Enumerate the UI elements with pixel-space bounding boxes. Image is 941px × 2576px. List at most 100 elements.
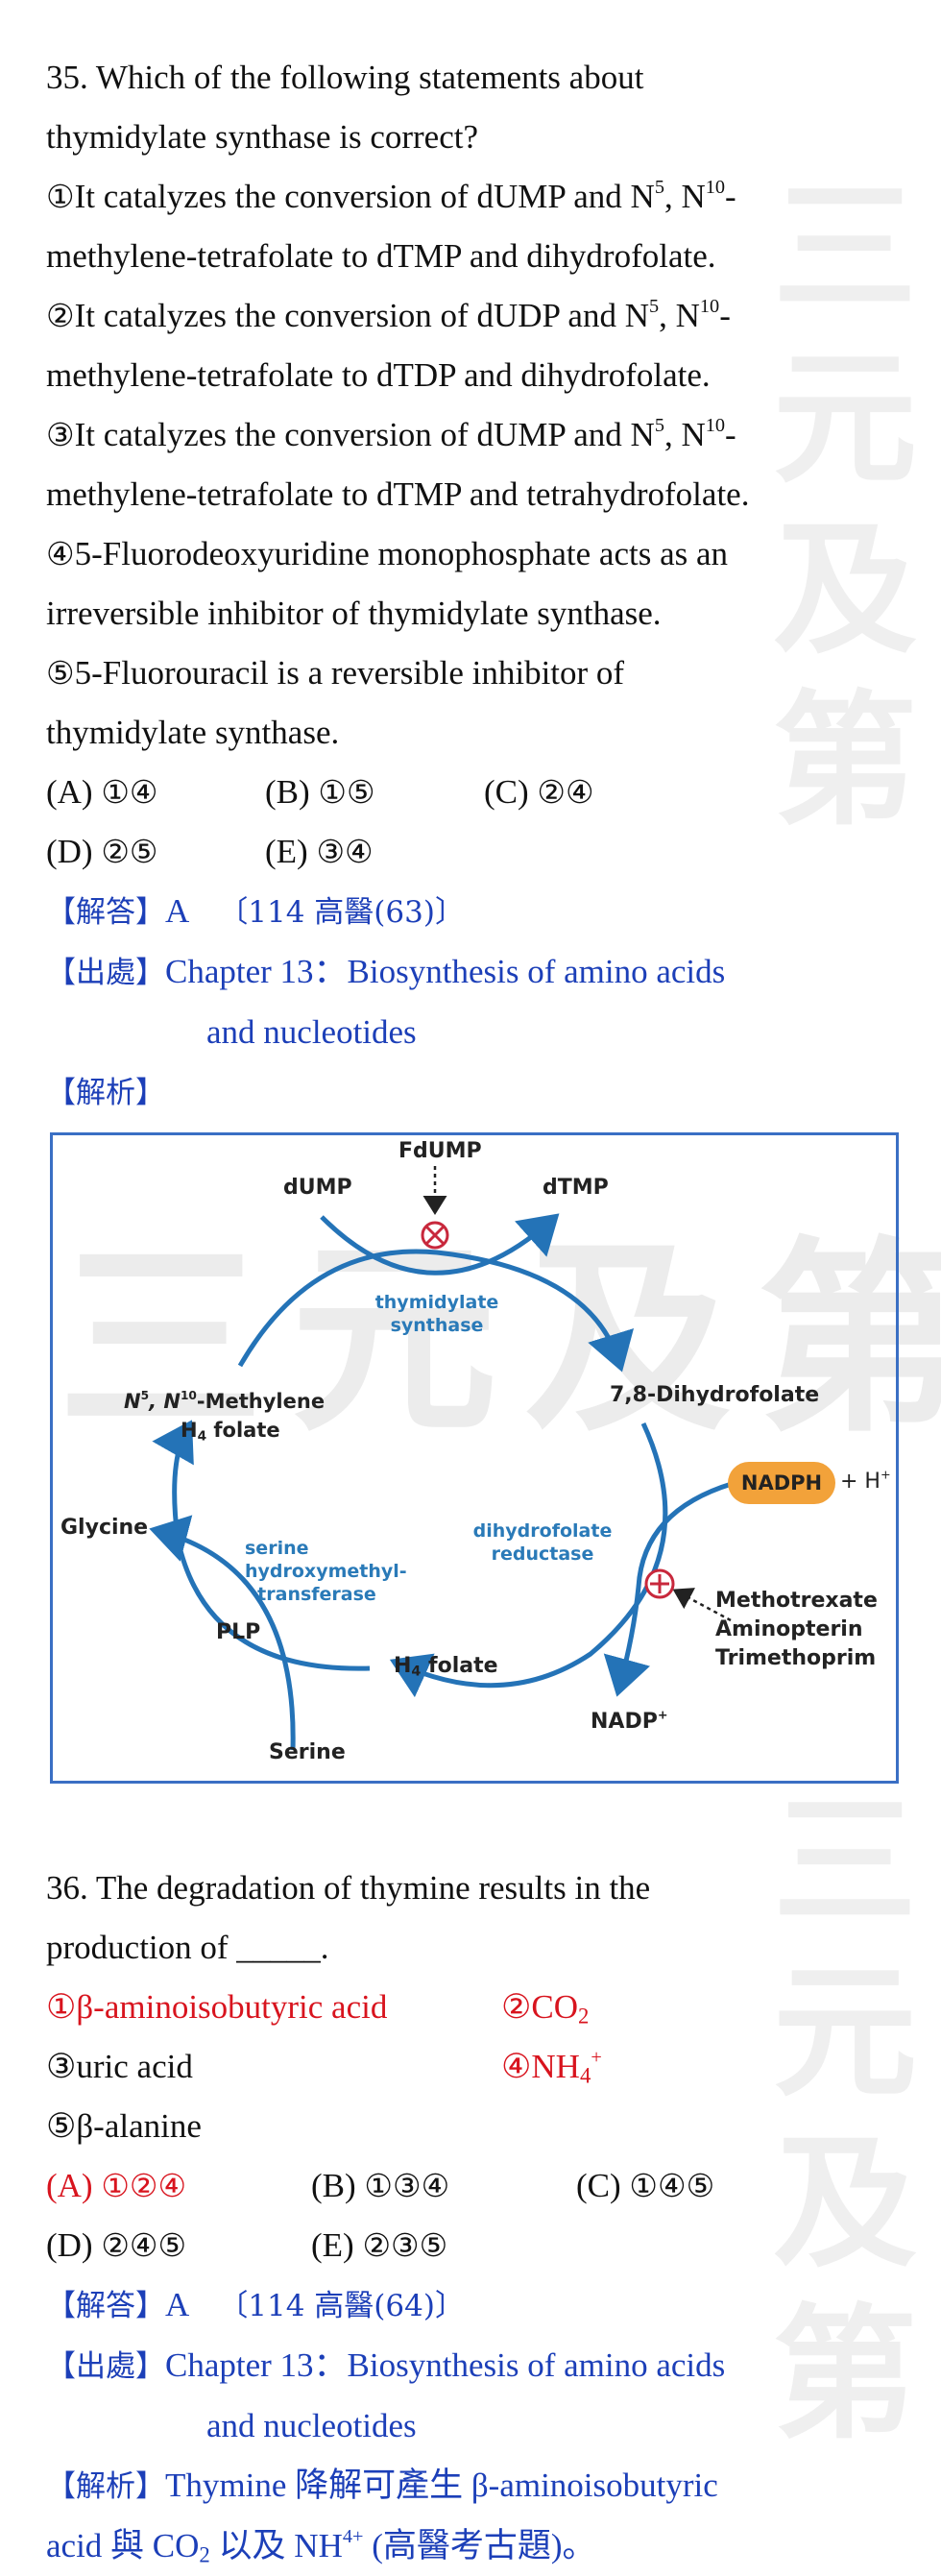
statement-text: It catalyzes the conversion of dUMP and … [74,178,655,215]
option-c[interactable]: (C) ①④⑤ [576,2156,714,2216]
source-text: Chapter 13：Biosynthesis of amino acids [165,2346,726,2384]
cycle-arrows [149,1166,736,1751]
enzyme-label-line: thymidylate [374,1292,499,1313]
q35-stem-line1: 35. Which of the following statements ab… [46,59,644,96]
circled-4: ④ [46,535,75,572]
option-d[interactable]: (D) ②⑤ [46,822,265,882]
arrow-methylene-to-dihydrofolate [237,1249,634,1373]
h4-folate-bottom-label: H4 folate [394,1654,498,1679]
option-label: (C) [576,2167,621,2204]
q36-analysis-line2: acid 與 CO2 以及 NH4+ (高醫考古題)。 [46,2516,901,2576]
thymidylate-synthase-label: thymidylate synthase [360,1291,514,1337]
label-part: NADP [591,1710,658,1734]
statement-text: , N [664,178,706,215]
inhibition-symbol-dhfr [644,1568,675,1599]
q36-source-line: 【出處】Chapter 13：Biosynthesis of amino aci… [46,2336,901,2396]
q35-answer-line: 【解答】A〔114 高醫(63)〕 [46,882,901,942]
answer-tag: 【解答】 [46,895,165,930]
label-part: H [181,1419,198,1442]
h4-folate-top-label: H4 folate [181,1419,280,1443]
circled-1: ① [46,178,75,215]
superscript: 5 [140,1388,150,1402]
analysis-text: (高醫考古題)。 [363,2527,596,2564]
option-a[interactable]: (A) ①②④ [46,2156,311,2216]
q35-statement-5: ⑤5-Fluorouracil is a reversible inhibito… [46,644,901,703]
statement-text: It catalyzes the conversion of dUDP and … [74,297,649,334]
q36-item-5: ⑤β-alanine [46,2107,202,2145]
label-part: , N [149,1390,181,1413]
option-marks: ①④ [101,773,158,811]
q35-statement-4-cont: irreversible inhibitor of thymidylate sy… [46,595,662,632]
superscript: 10 [180,1388,197,1402]
superscript: 10 [705,176,726,198]
glycine-label: Glycine [60,1516,149,1540]
statement-text: It catalyzes the conversion of dUMP and … [74,416,655,453]
q35-analysis-tag: 【解析】 [46,1062,901,1123]
arrow-h4folate-to-methylene [152,1420,371,1671]
dtmp-label: dTMP [543,1176,609,1200]
q35-statement-3: ③It catalyzes the conversion of dUMP and… [46,405,901,465]
q35-statement-5-cont: thymidylate synthase. [46,714,340,751]
q36-item-4: ④NH4+ [501,2048,602,2087]
option-label: (D) [46,2226,93,2264]
statement-text: 5-Fluorodeoxyuridine monophosphate acts … [74,535,729,572]
statement-text: 5-Fluorouracil is a reversible inhibitor… [74,654,625,692]
enzyme-label-line: synthase [390,1315,484,1336]
q35-statement-4: ④5-Fluorodeoxyuridine monophosphate acts… [46,524,901,584]
q35-statement-1-cont: methylene-tetrafolate to dTMP and dihydr… [46,237,716,275]
analysis-text: 以及 NH [209,2527,343,2564]
dihydrofolate-label: 7,8-Dihydrofolate [610,1383,820,1407]
option-b[interactable]: (B) ①③④ [311,2156,576,2216]
enzyme-label-line: dihydrofolate [472,1520,613,1542]
option-c[interactable]: (C) ②④ [484,763,594,822]
enzyme-label-line: serine [245,1538,309,1559]
watermark-vertical: 三元及第 [772,165,917,845]
arrow-nadph-to-nadp [603,1480,736,1697]
arrow-serine-to-glycine [149,1515,296,1751]
question-36: 36. The degradation of thymine results i… [46,1859,901,2576]
label-part: N [124,1390,141,1413]
enzyme-label-line: transferase [257,1584,376,1605]
q36-stem-line2: production of _____. [46,1929,329,1966]
q35-options-row2: (D) ②⑤(E) ③④ [46,822,901,882]
analysis-tag: 【解析】 [46,1076,165,1110]
option-e[interactable]: (E) ③④ [265,822,374,882]
thymidylate-cycle-figure: FdUMP dUMP dTMP thymidylate synthase N5,… [50,1132,899,1784]
source-tag: 【出處】 [46,956,165,990]
option-label: (E) [265,833,308,870]
label-part: + H [840,1470,881,1494]
superscript: + [657,1708,668,1723]
dump-label: dUMP [283,1176,352,1200]
statement-text: - [719,297,731,334]
option-e[interactable]: (E) ②③⑤ [311,2216,447,2275]
option-a[interactable]: (A) ①④ [46,763,265,822]
answer-value: A [165,2286,190,2323]
option-marks: ①⑤ [318,773,375,811]
option-d[interactable]: (D) ②④⑤ [46,2216,311,2275]
q36-item-2: ②CO2 [501,1988,589,2028]
circled-2: ② [46,297,75,334]
q36-analysis-line1: 【解析】Thymine 降解可產生 β-aminoisobutyric [46,2456,901,2516]
q35-statement-3-cont: methylene-tetrafolate to dTMP and tetrah… [46,475,750,513]
statement-text: - [725,178,736,215]
superscript: 4+ [342,2525,364,2547]
q35-statement-1: ①It catalyzes the conversion of dUMP and… [46,167,901,227]
enzyme-label-line: hydroxymethyl- [245,1561,407,1582]
label-part: -Methylene [196,1390,326,1413]
analysis-text: Thymine 降解可產生 β-aminoisobutyric [165,2467,718,2504]
dhfr-label: dihydrofolate reductase [461,1519,624,1566]
superscript: 10 [705,414,726,436]
question-35: 35. Which of the following statements ab… [46,48,901,1123]
arrow-dump-to-dtmp [320,1213,560,1276]
nadph-badge: NADPH [728,1462,835,1504]
enzyme-label-line: reductase [491,1543,594,1565]
circled-5: ⑤ [46,654,75,692]
option-marks: ①③④ [364,2167,450,2204]
q35-source-line: 【出處】Chapter 13：Biosynthesis of amino aci… [46,942,901,1003]
option-b[interactable]: (B) ①⑤ [265,763,484,822]
q35-source-cont: and nucleotides [206,1013,417,1051]
option-label: (D) [46,833,93,870]
label-part: folate [206,1419,280,1442]
option-label: (B) [265,773,310,811]
